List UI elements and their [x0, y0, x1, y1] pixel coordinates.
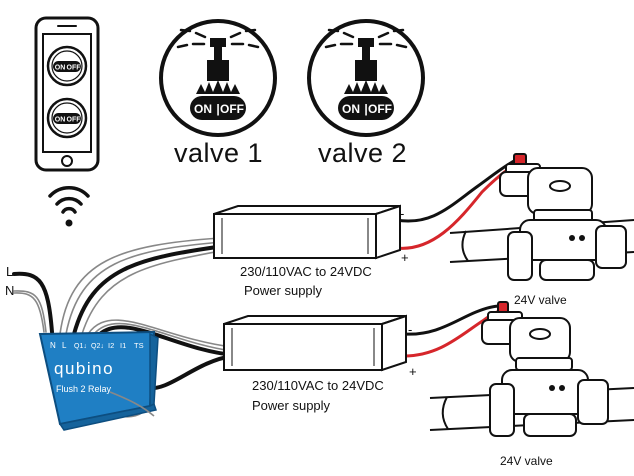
psu2-negative-wire: [402, 304, 502, 336]
relay-model: Flush 2 Relay: [56, 384, 112, 394]
sprinkler-2: ON | OFF: [307, 19, 425, 137]
power-supply-1: [213, 204, 401, 260]
sprinkler-2-off: OFF: [368, 102, 392, 116]
terminal-q2: Q2↓: [91, 343, 104, 350]
terminal-l: L: [62, 341, 67, 350]
terminal-i2: I2: [108, 341, 114, 350]
valve-1-caption: valve 1: [174, 138, 264, 168]
terminal-i1: I1: [120, 341, 126, 350]
psu-2-plus: +: [409, 364, 417, 379]
sprinkler-2-separator: |: [364, 102, 367, 116]
psu-1-rating: 230/110VAC to 24VDC: [240, 264, 372, 279]
psu-1-minus: -: [400, 206, 405, 221]
mains-n-label: N: [5, 283, 15, 298]
terminal-ts: TS: [134, 341, 144, 350]
sprinkler-2-spray-icon: [324, 28, 408, 49]
sprinkler-2-head-icon: [344, 38, 388, 94]
solenoid-valve-1: [499, 153, 627, 281]
mains-l-wire: [12, 271, 54, 334]
power-supply-2: [223, 314, 407, 372]
sprinkler-1-spray-icon: [176, 28, 260, 49]
sprinkler-1-separator: |: [216, 102, 219, 116]
mains-l-label: L: [6, 264, 14, 279]
phone-switch-2-off: OFF: [67, 117, 82, 124]
psu1-negative-wire: [394, 158, 518, 223]
terminal-q1: Q1↓: [74, 343, 87, 350]
psu-2-title: Power supply: [252, 398, 331, 413]
phone-switch-2[interactable]: ON OFF: [46, 97, 88, 139]
qubino-flush2-relay: N L Q1↓ Q2↓ I2 I1 TS qubino Flush 2 Rela…: [38, 330, 159, 431]
smartphone: ON OFF ON OFF: [34, 16, 100, 172]
relay-brand: qubino: [54, 359, 114, 378]
sprinkler-1-head-icon: [196, 38, 240, 94]
wifi-icon: [48, 186, 90, 227]
solenoid-valve-2: [481, 301, 609, 437]
phone-switch-1-on: ON: [55, 65, 66, 72]
sprinkler-2-on: ON: [342, 102, 360, 116]
sprinkler-1-on: ON: [194, 102, 212, 116]
sprinkler-1-off: OFF: [220, 102, 244, 116]
valve-2-label: 24V valve: [500, 454, 553, 468]
sprinkler-1: ON | OFF: [159, 19, 277, 137]
phone-switch-1-off: OFF: [67, 65, 82, 72]
valve-1-label: 24V valve: [514, 293, 567, 307]
phone-switch-1[interactable]: ON OFF: [46, 45, 88, 87]
psu-1-title: Power supply: [244, 283, 323, 298]
psu-1-plus: +: [401, 250, 409, 265]
terminal-n: N: [50, 341, 56, 350]
valve-2-caption: valve 2: [318, 138, 408, 168]
psu-2-minus: -: [408, 322, 413, 337]
psu-2-rating: 230/110VAC to 24VDC: [252, 378, 384, 393]
mains-n-wire: [13, 292, 45, 333]
phone-switch-2-on: ON: [55, 117, 66, 124]
